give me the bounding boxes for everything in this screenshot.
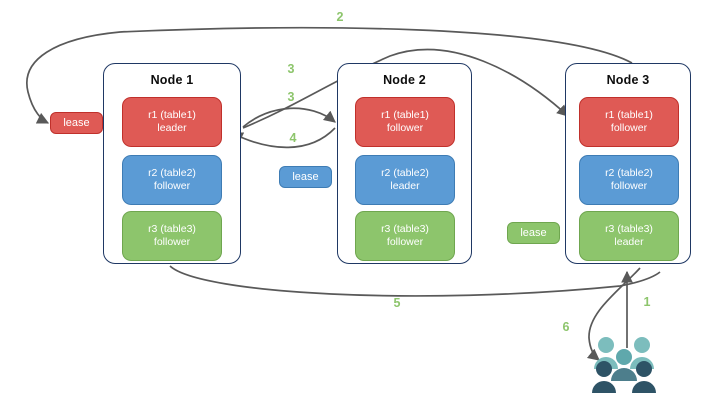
step-label-3-upper: 3 bbox=[287, 62, 295, 76]
step-label-1: 1 bbox=[643, 295, 651, 309]
node-3-title: Node 3 bbox=[606, 73, 650, 87]
step-label-3-lower: 3 bbox=[287, 90, 295, 104]
node-3-replica-r3[interactable]: r3 (table3) leader bbox=[579, 211, 679, 261]
node-2[interactable]: Node 2 r1 (table1) follower r2 (table2) … bbox=[337, 63, 472, 264]
step-label-6: 6 bbox=[562, 320, 570, 334]
node-3[interactable]: Node 3 r1 (table1) follower r2 (table2) … bbox=[565, 63, 691, 264]
lease-badge-r2[interactable]: lease bbox=[279, 166, 332, 188]
node-2-replica-r3[interactable]: r3 (table3) follower bbox=[355, 211, 455, 261]
edge-step-3-lower bbox=[242, 107, 336, 128]
node-2-replica-r2[interactable]: r2 (table2) leader bbox=[355, 155, 455, 205]
step-label-4: 4 bbox=[289, 131, 297, 145]
replica-name: r2 (table2) bbox=[381, 167, 429, 179]
replica-role: follower bbox=[610, 122, 648, 134]
node-2-replica-r1[interactable]: r1 (table1) follower bbox=[355, 97, 455, 147]
replica-role: follower bbox=[153, 180, 191, 192]
lease-badge-r3[interactable]: lease bbox=[507, 222, 560, 244]
replica-role: leader bbox=[390, 180, 420, 192]
node-1-replica-r1[interactable]: r1 (table1) leader bbox=[122, 97, 222, 147]
replica-role: leader bbox=[157, 122, 187, 134]
step-label-2: 2 bbox=[336, 10, 344, 24]
replica-name: r2 (table2) bbox=[148, 167, 196, 179]
edge-step-6 bbox=[586, 267, 641, 361]
replica-name: r3 (table3) bbox=[148, 223, 196, 235]
node-3-replica-r2[interactable]: r2 (table2) follower bbox=[579, 155, 679, 205]
replica-role: follower bbox=[386, 236, 424, 248]
replica-name: r1 (table1) bbox=[148, 109, 196, 121]
node-1[interactable]: Node 1 r1 (table1) leader r2 (table2) fo… bbox=[103, 63, 241, 264]
step-label-5: 5 bbox=[393, 296, 401, 310]
node-1-title: Node 1 bbox=[150, 73, 194, 87]
replica-role: follower bbox=[386, 122, 424, 134]
node-1-replica-r2[interactable]: r2 (table2) follower bbox=[122, 155, 222, 205]
lease-badge-r1[interactable]: lease bbox=[50, 112, 103, 134]
node-2-title: Node 2 bbox=[383, 73, 426, 87]
replica-role: leader bbox=[614, 236, 644, 248]
replica-name: r3 (table3) bbox=[381, 223, 429, 235]
replica-name: r3 (table3) bbox=[605, 223, 653, 235]
node-3-replica-r1[interactable]: r1 (table1) follower bbox=[579, 97, 679, 147]
replica-role: follower bbox=[610, 180, 648, 192]
replica-role: follower bbox=[153, 236, 191, 248]
node-1-replica-r3[interactable]: r3 (table3) follower bbox=[122, 211, 222, 261]
edge-step-5 bbox=[169, 265, 661, 297]
replica-name: r1 (table1) bbox=[381, 109, 429, 121]
replica-name: r1 (table1) bbox=[605, 109, 653, 121]
replica-name: r2 (table2) bbox=[605, 167, 653, 179]
